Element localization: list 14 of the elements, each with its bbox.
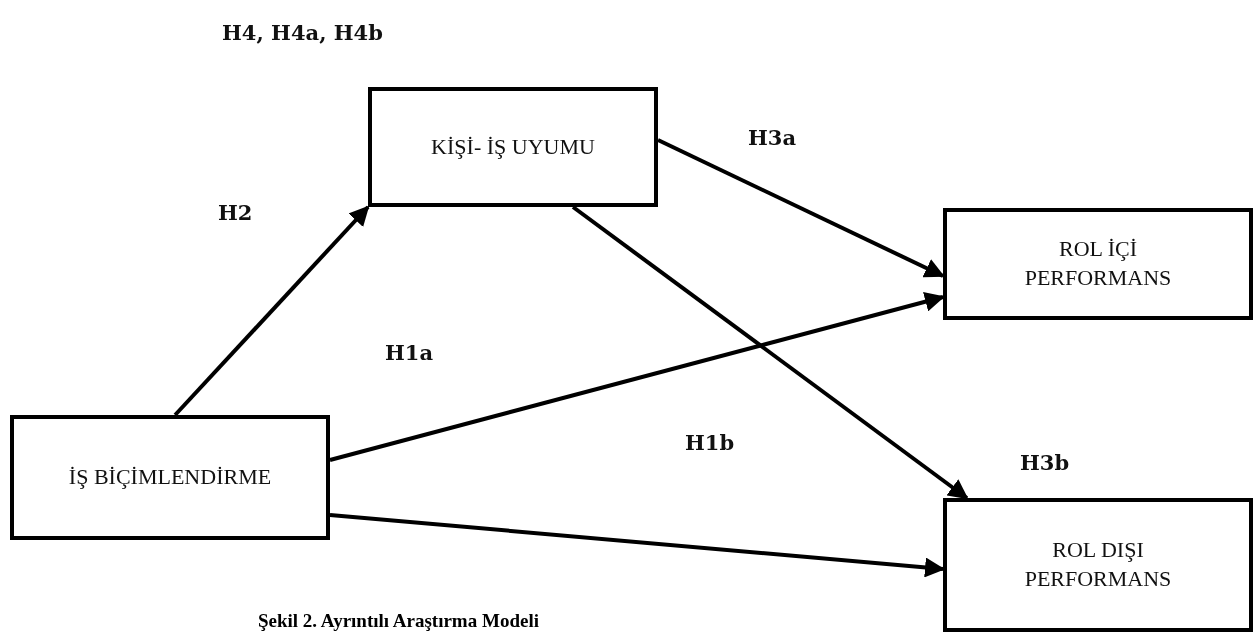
process-box	[943, 498, 1253, 632]
box-label: KİŞİ- İŞ UYUMU	[430, 132, 596, 161]
figure-caption: Şekil 2. Ayrıntılı Araştırma Modeli	[258, 610, 539, 632]
process-box	[943, 208, 1253, 320]
arrow	[571, 205, 969, 500]
arrow	[329, 292, 945, 462]
process-box	[10, 415, 330, 540]
arrow	[329, 513, 945, 578]
process-box	[368, 87, 658, 207]
arrow	[173, 205, 370, 417]
box-label: İŞ BİÇİMLENDİRME	[67, 463, 273, 492]
box-label: ROL DIŞI PERFORMANS	[1023, 536, 1173, 593]
box-label: ROL İÇİ PERFORMANS	[1023, 235, 1173, 292]
arrow	[657, 138, 945, 278]
